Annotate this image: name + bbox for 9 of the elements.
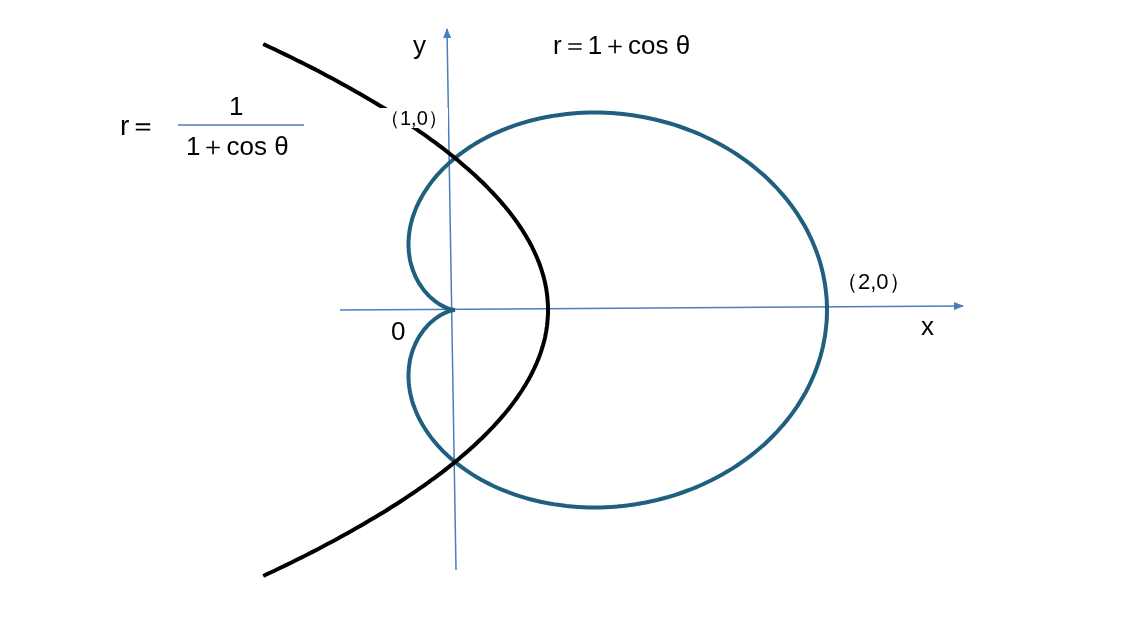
math-label: y [413,32,426,58]
math-label: （1,0） [380,108,448,128]
math-label: 0 [391,318,406,344]
math-label: x [921,313,934,339]
fraction-numerator: 1 [229,93,244,119]
math-label: r＝1＋cos θ [553,32,691,58]
math-label: （2,0） [836,271,911,293]
fraction-denominator: 1＋cos θ [186,133,289,159]
math-label: r＝ [120,112,158,140]
